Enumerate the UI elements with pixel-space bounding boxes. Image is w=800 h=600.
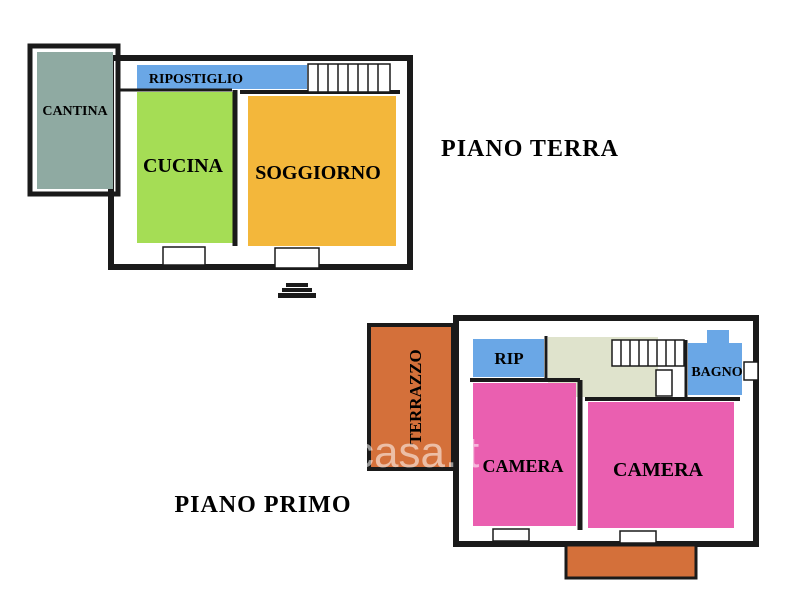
ground-floor-plan: CANTINA RIPOSTIGLIO CUCINA SOGGIORNO (27, 43, 413, 298)
watermark-text: casa.it (352, 428, 479, 477)
room-ripostiglio (137, 65, 307, 89)
window (492, 528, 530, 542)
room-camera-left (473, 383, 576, 526)
casa-it-watermark: casa.it (292, 428, 479, 477)
room-bagno (688, 330, 742, 395)
first-floor-plan: TERRAZZO RIP BAGNO CAMERA CAMERA (367, 315, 759, 580)
label-terrazzo: TERRAZZO (406, 349, 425, 444)
house-icon (292, 428, 340, 476)
entrance-steps (278, 283, 316, 298)
label-camera-right: CAMERA (613, 459, 704, 481)
ground-floor-title: PIANO TERRA (441, 136, 619, 162)
room-cucina (137, 92, 233, 243)
label-ripostiglio: RIPOSTIGLIO (149, 72, 243, 87)
window (743, 361, 759, 381)
window (619, 530, 657, 544)
label-bagno: BAGNO (691, 365, 742, 380)
entrance-door (274, 247, 320, 269)
balcony (564, 543, 698, 580)
room-rip (473, 339, 544, 377)
room-cantina (37, 52, 113, 189)
stair-ground (307, 63, 391, 93)
stair-first (611, 339, 685, 397)
label-cantina: CANTINA (42, 104, 108, 119)
room-terrazzo (367, 323, 455, 471)
label-soggiorno: SOGGIORNO (255, 162, 381, 184)
label-camera-left: CAMERA (483, 456, 564, 476)
room-soggiorno (248, 96, 396, 246)
first-floor-title: PIANO PRIMO (175, 492, 352, 518)
cantina-walls (27, 43, 121, 197)
room-camera-right (588, 402, 734, 528)
label-cucina: CUCINA (143, 155, 224, 177)
label-rip: RIP (494, 349, 523, 368)
window (162, 246, 206, 266)
